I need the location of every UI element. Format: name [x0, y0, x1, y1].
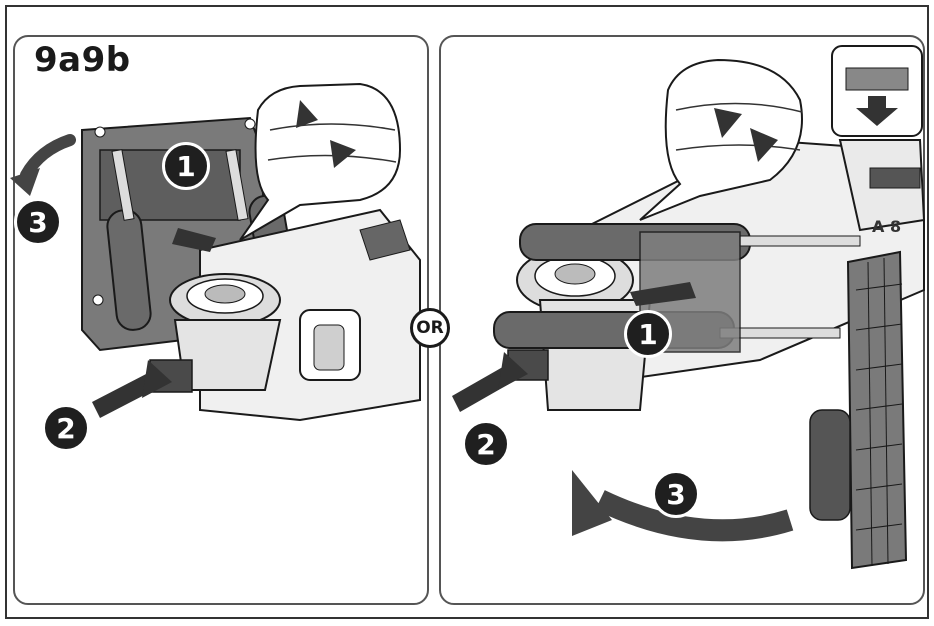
align-triangle-b — [330, 140, 356, 168]
step-badge-right-3: 3 — [652, 470, 700, 518]
step-badge-left-2: 2 — [42, 404, 90, 452]
right-illustration: A 8 — [452, 45, 926, 570]
arrow-head-right — [572, 470, 612, 536]
knob-handle — [809, 409, 851, 521]
step-badge-left-3: 3 — [14, 198, 62, 246]
step-badge-left-1: 1 — [162, 142, 210, 190]
rotate-arrow-right — [595, 490, 794, 542]
push-arrow-left — [92, 372, 158, 418]
inset-arrow-down — [856, 96, 898, 126]
detail-callout — [239, 82, 402, 241]
align-triangle-a — [296, 100, 318, 128]
outer-frame — [5, 5, 929, 619]
align-triangle-c — [714, 108, 742, 138]
align-triangle-d — [750, 128, 778, 162]
step-badge-right-1: 1 — [624, 310, 672, 358]
tool-label: A 8 — [872, 217, 901, 236]
left-illustration — [10, 82, 421, 422]
or-separator: OR — [410, 308, 450, 348]
rotate-arrow-left — [20, 134, 76, 181]
arrow-head-left — [10, 168, 40, 196]
detail-callout-right — [639, 58, 803, 221]
rod-top — [739, 235, 861, 247]
inset-part — [845, 67, 909, 91]
step-badge-right-2: 2 — [462, 420, 510, 468]
push-arrow-right — [452, 364, 516, 412]
figure-title: 9a9b — [34, 40, 131, 80]
